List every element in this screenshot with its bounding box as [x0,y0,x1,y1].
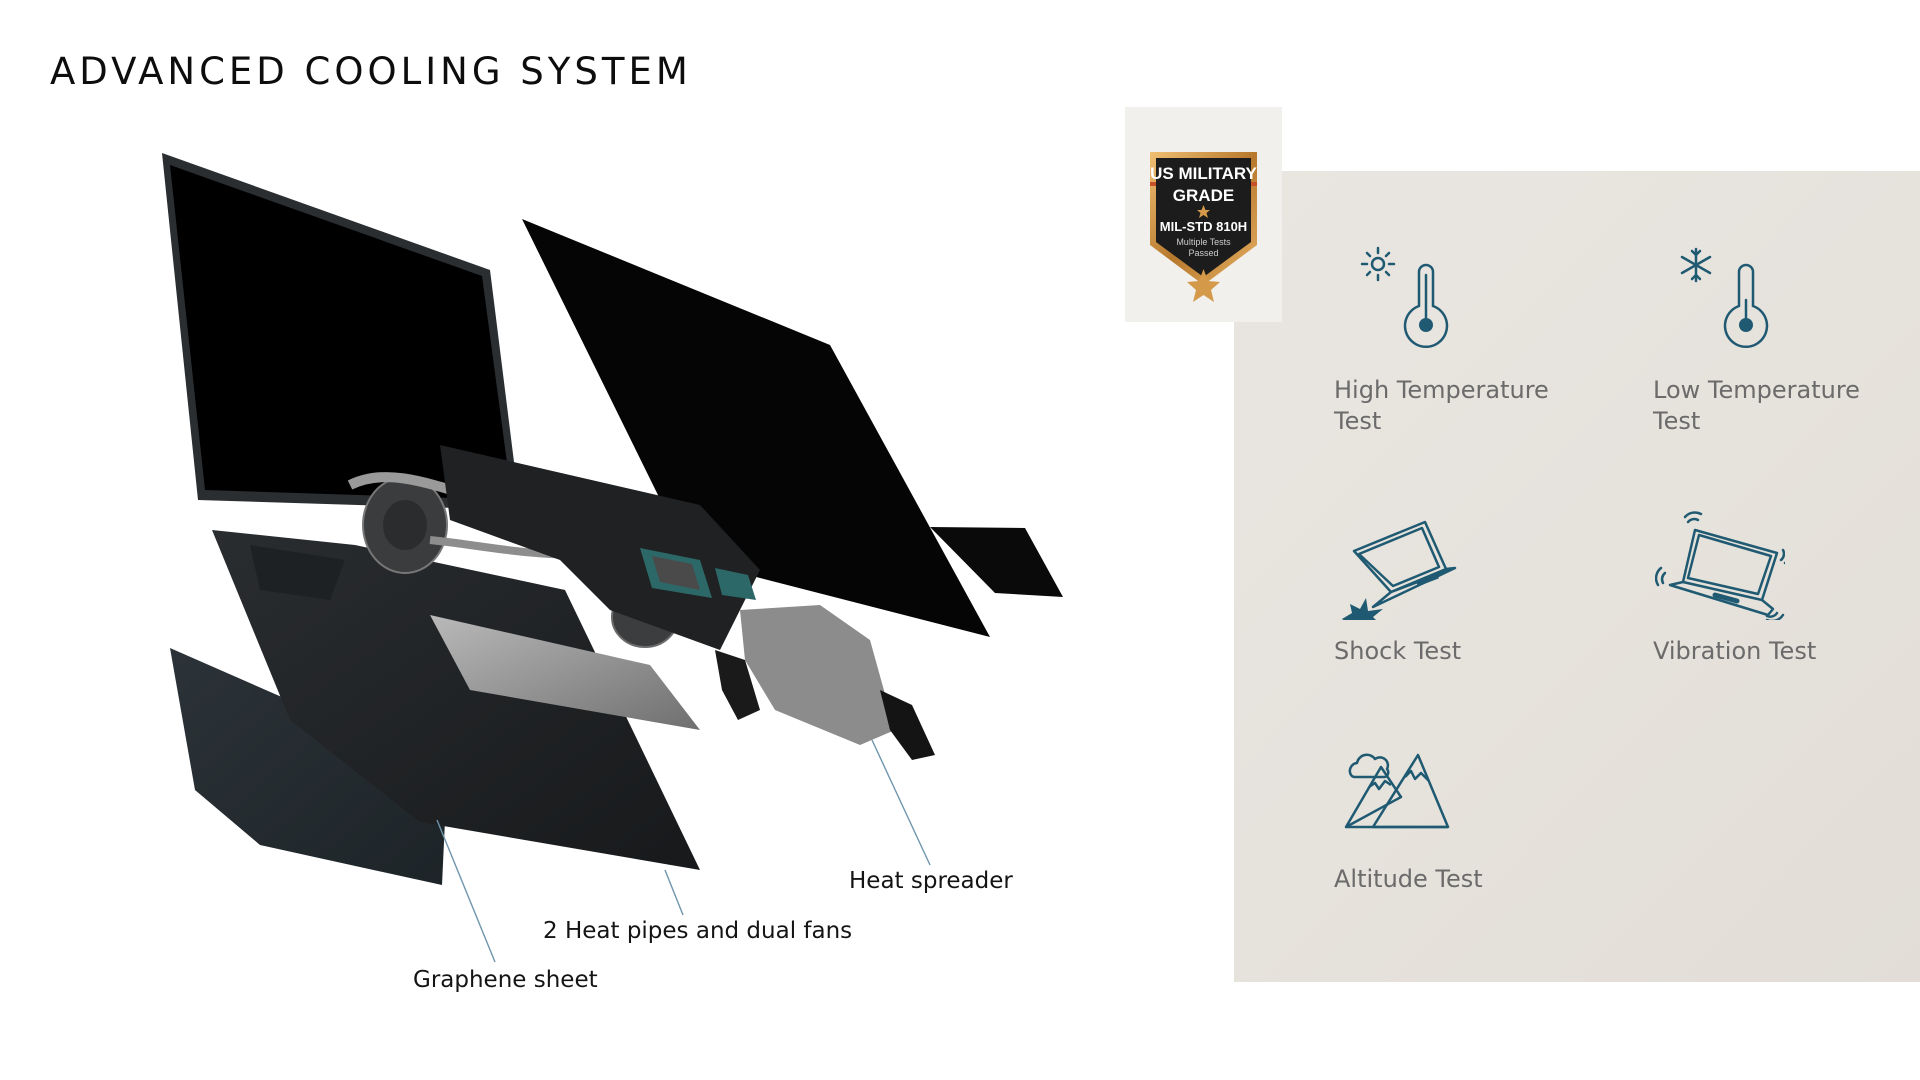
altitude-test-label-line1: Altitude Test [1334,865,1483,893]
display-lid [162,153,520,510]
badge-subtitle-line1: Multiple Tests [1176,237,1231,247]
low-temperature-label-line2: Test [1653,407,1701,435]
low-temperature-label-line1: Low Temperature [1653,376,1860,404]
tests-panel [1234,171,1920,982]
badge-standard: MIL-STD 810H [1160,219,1247,234]
high-temperature-label: High Temperature Test [1334,375,1549,437]
leader-line-heat-spreader [871,739,931,866]
test-item-shock [1338,505,1468,620]
battery [430,615,700,730]
low-temperature-label: Low Temperature Test [1653,375,1860,437]
page-title: ADVANCED COOLING SYSTEM [50,50,692,93]
vibration-test-label-line1: Vibration Test [1653,637,1817,665]
high-temperature-icon [1360,246,1449,348]
callout-graphene-sheet: Graphene sheet [413,967,598,993]
badge-line2: GRADE [1173,186,1234,205]
callout-heat-pipes-and-fans: 2 Heat pipes and dual fans [543,918,853,944]
test-item-high-temperature [1355,245,1475,360]
high-temperature-label-line1: High Temperature [1334,376,1549,404]
test-item-low-temperature [1675,245,1795,360]
badge-subtitle-line2: Passed [1188,248,1218,258]
heat-spreader [715,605,935,760]
shock-test-icon [1342,520,1457,620]
leader-line-heat-pipes [664,869,684,916]
vibration-test-icon [1655,511,1785,620]
callout-heat-spreader: Heat spreader [849,868,1013,894]
low-temperature-icon [1680,247,1769,348]
motherboard [440,445,760,650]
display-panel [522,219,1063,637]
shock-test-label-line1: Shock Test [1334,637,1462,665]
high-temperature-label-line2: Test [1334,407,1382,435]
shield-badge-icon: US MILITARY GRADE MIL-STD 810H Multiple … [1150,152,1258,302]
shock-test-label: Shock Test [1334,636,1461,667]
altitude-test-label: Altitude Test [1334,864,1483,895]
altitude-test-icon [1344,753,1450,829]
test-item-vibration [1655,510,1785,620]
base-chassis [212,530,700,870]
military-grade-badge: US MILITARY GRADE MIL-STD 810H Multiple … [1125,107,1282,322]
vibration-test-label: Vibration Test [1653,636,1816,667]
exploded-laptop-diagram [162,153,1063,963]
test-item-altitude [1343,747,1458,837]
bottom-cover [170,648,445,885]
leader-line-graphene [436,819,496,963]
badge-line1: US MILITARY [1150,164,1257,183]
